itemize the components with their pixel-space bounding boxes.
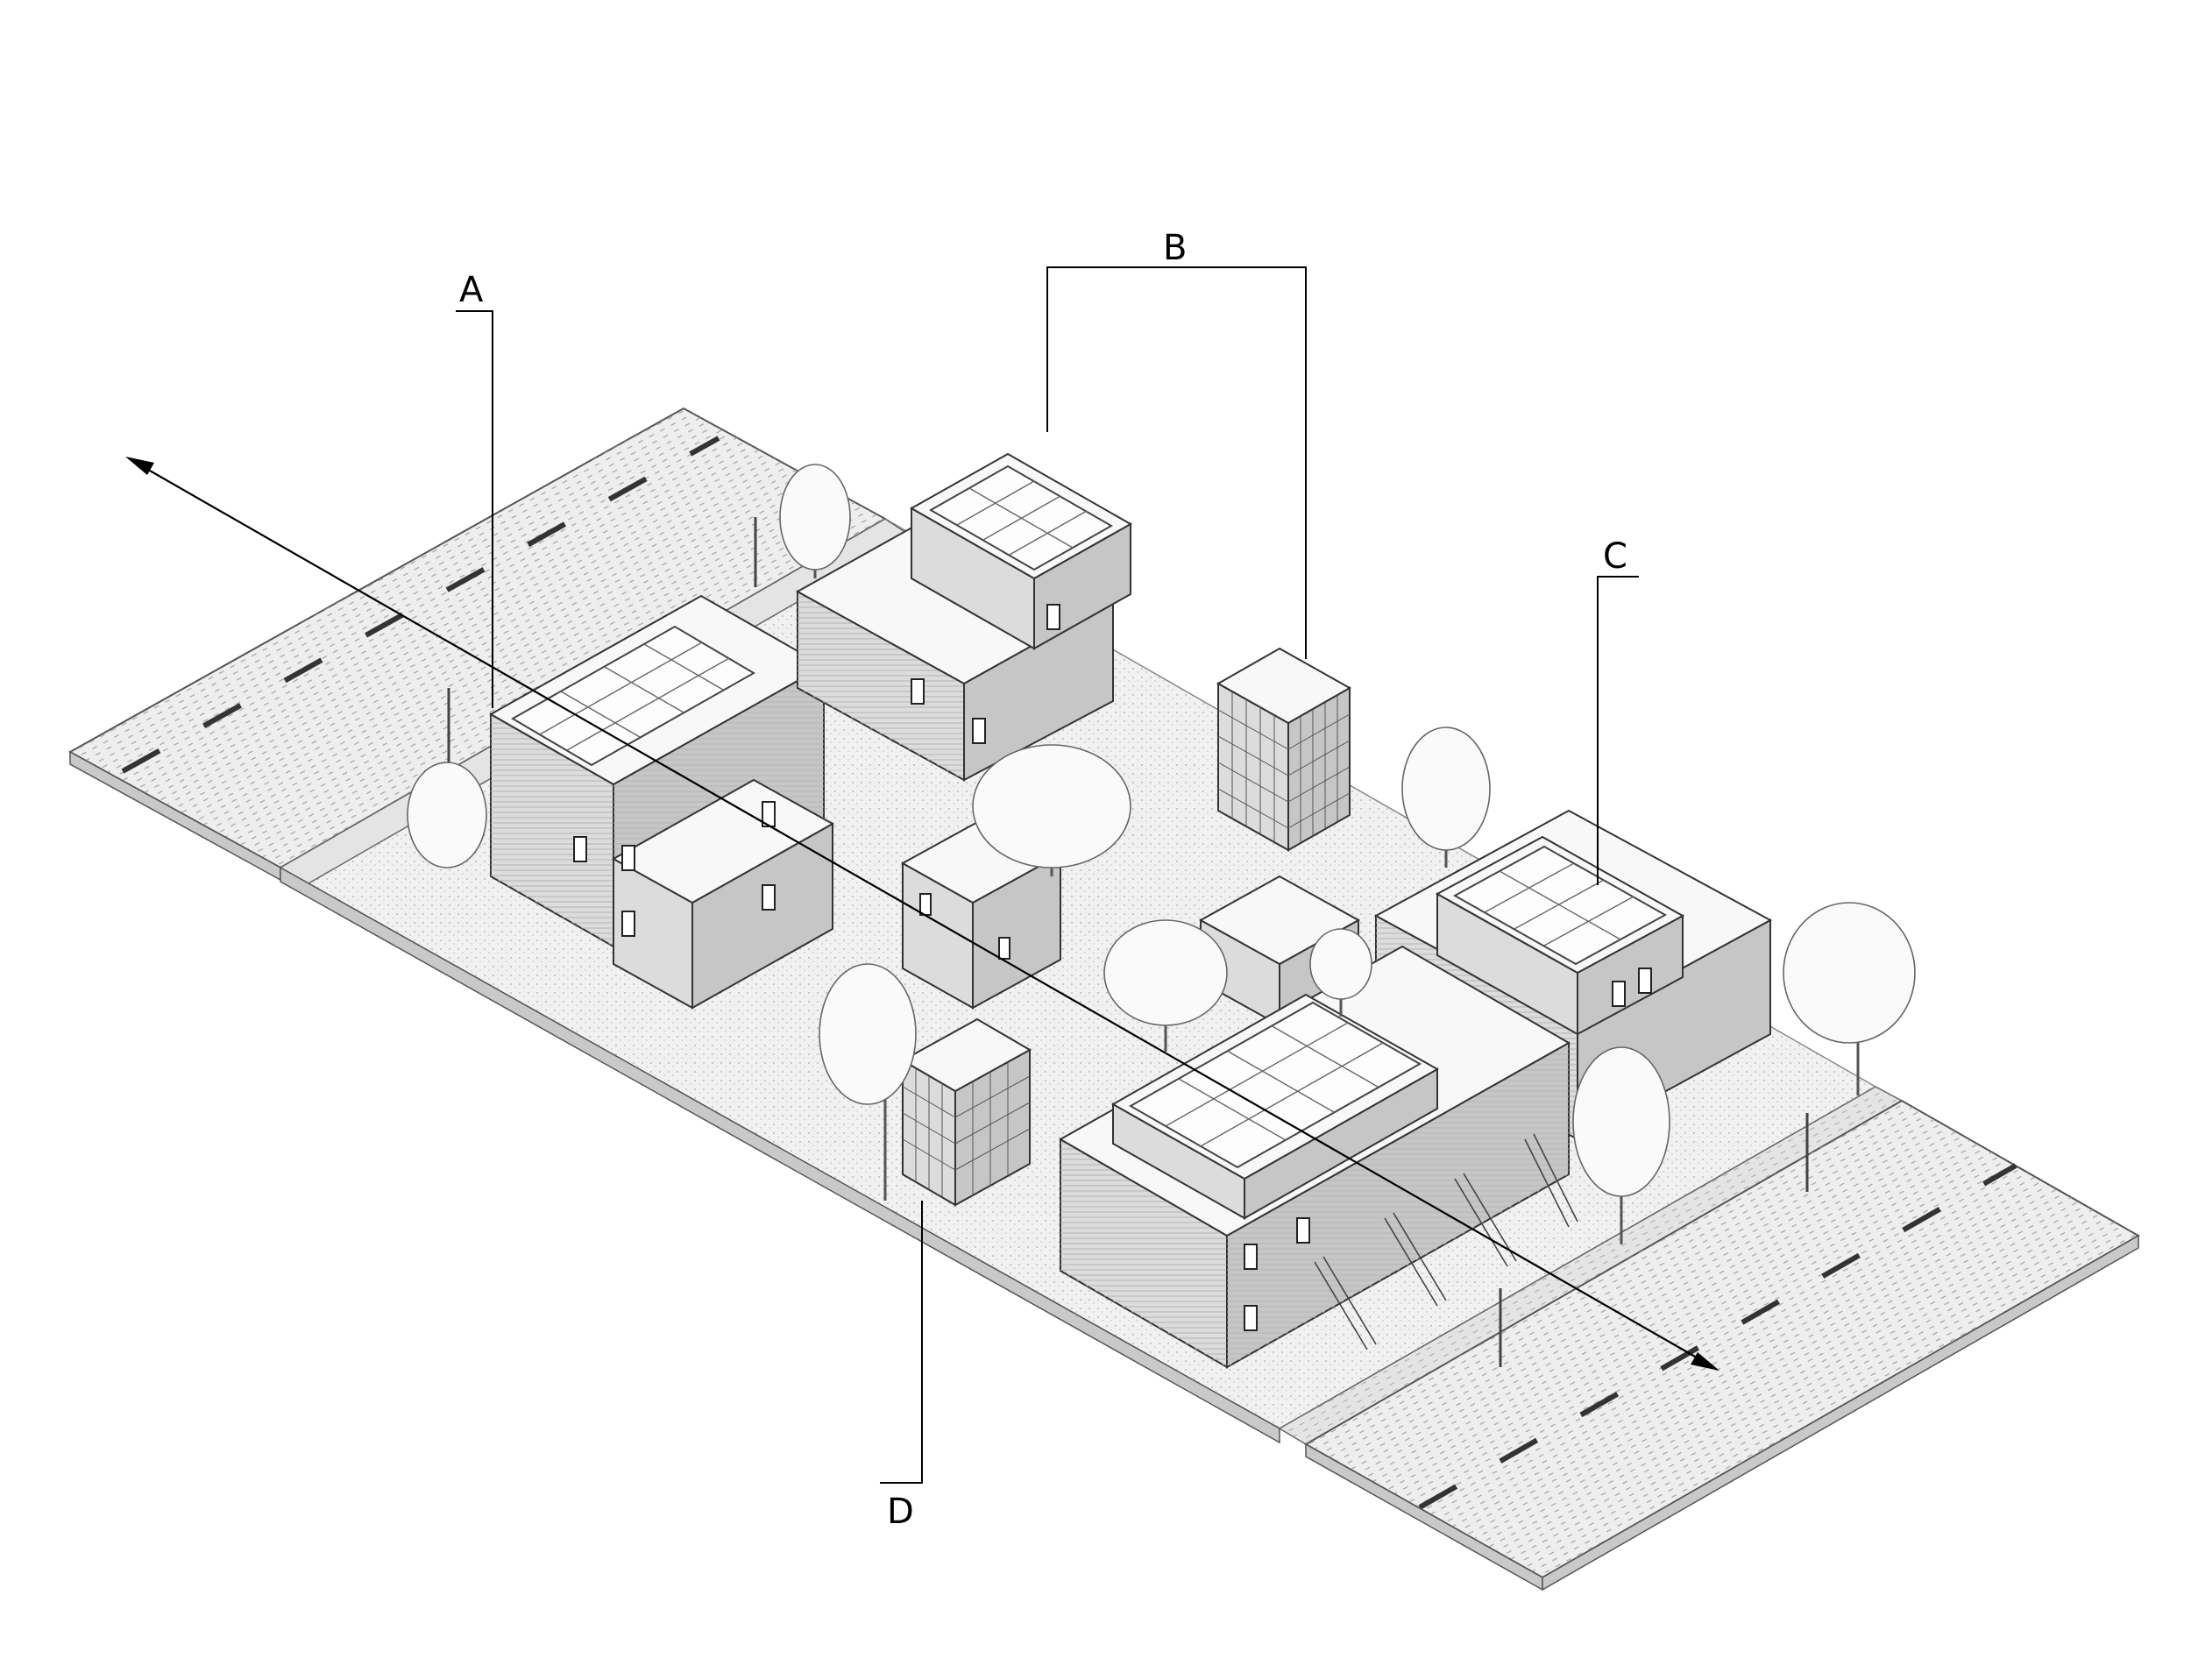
section-cut-line — [125, 457, 1719, 1371]
callout-c-label: C — [1603, 536, 1627, 577]
tree — [1783, 902, 1916, 1095]
section-arrow-end — [1691, 1352, 1719, 1371]
section-arrow-start — [125, 457, 154, 475]
tree — [407, 762, 487, 868]
tree — [1103, 919, 1228, 1052]
building-front-row — [1058, 945, 1578, 1369]
callout-b-label: B — [1163, 228, 1187, 268]
tree — [972, 744, 1131, 876]
tree — [1401, 727, 1491, 868]
callout-a-label: A — [459, 270, 484, 310]
callout-a: A — [456, 270, 493, 708]
solar-array-a — [511, 625, 755, 767]
lower-street-centerline — [1418, 1163, 2017, 1510]
callout-d: D — [880, 1201, 923, 1532]
tower-b — [1216, 647, 1352, 852]
street-lamps — [447, 517, 1809, 1367]
building-d-cube — [900, 1017, 1032, 1207]
building-b — [795, 452, 1133, 782]
solar-array-front — [1128, 1001, 1422, 1169]
exterior-stairs — [1314, 1133, 1578, 1350]
trees — [407, 464, 1916, 1244]
callout-b: B — [1046, 228, 1307, 659]
tree — [1309, 928, 1372, 1017]
building-a — [488, 594, 835, 1010]
tree — [779, 464, 851, 578]
upper-street-centerline — [121, 436, 720, 774]
tree — [819, 963, 917, 1201]
callout-d-label: D — [887, 1492, 914, 1532]
tree — [1572, 1046, 1670, 1244]
callout-c: C — [1597, 536, 1639, 885]
